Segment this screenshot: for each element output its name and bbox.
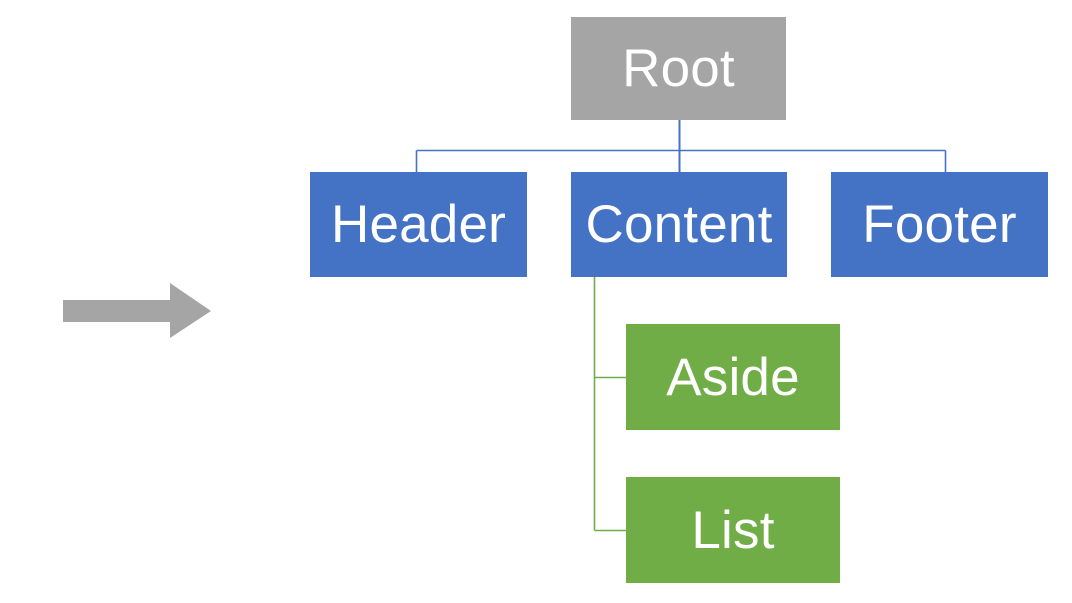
- node-list[interactable]: List: [626, 477, 840, 583]
- node-footer-label: Footer: [862, 195, 1017, 254]
- node-aside-label: Aside: [666, 347, 800, 407]
- node-content-label: Content: [585, 195, 773, 254]
- right-arrow-icon: [63, 283, 211, 338]
- node-aside[interactable]: Aside: [626, 324, 840, 430]
- node-list-label: List: [691, 500, 775, 560]
- node-header[interactable]: Header: [310, 172, 527, 277]
- right-arrow-shape: [63, 283, 211, 338]
- node-footer[interactable]: Footer: [831, 172, 1048, 277]
- node-root-label: Root: [622, 39, 735, 98]
- node-content[interactable]: Content: [571, 172, 787, 277]
- node-header-label: Header: [330, 195, 507, 254]
- node-root[interactable]: Root: [571, 17, 786, 120]
